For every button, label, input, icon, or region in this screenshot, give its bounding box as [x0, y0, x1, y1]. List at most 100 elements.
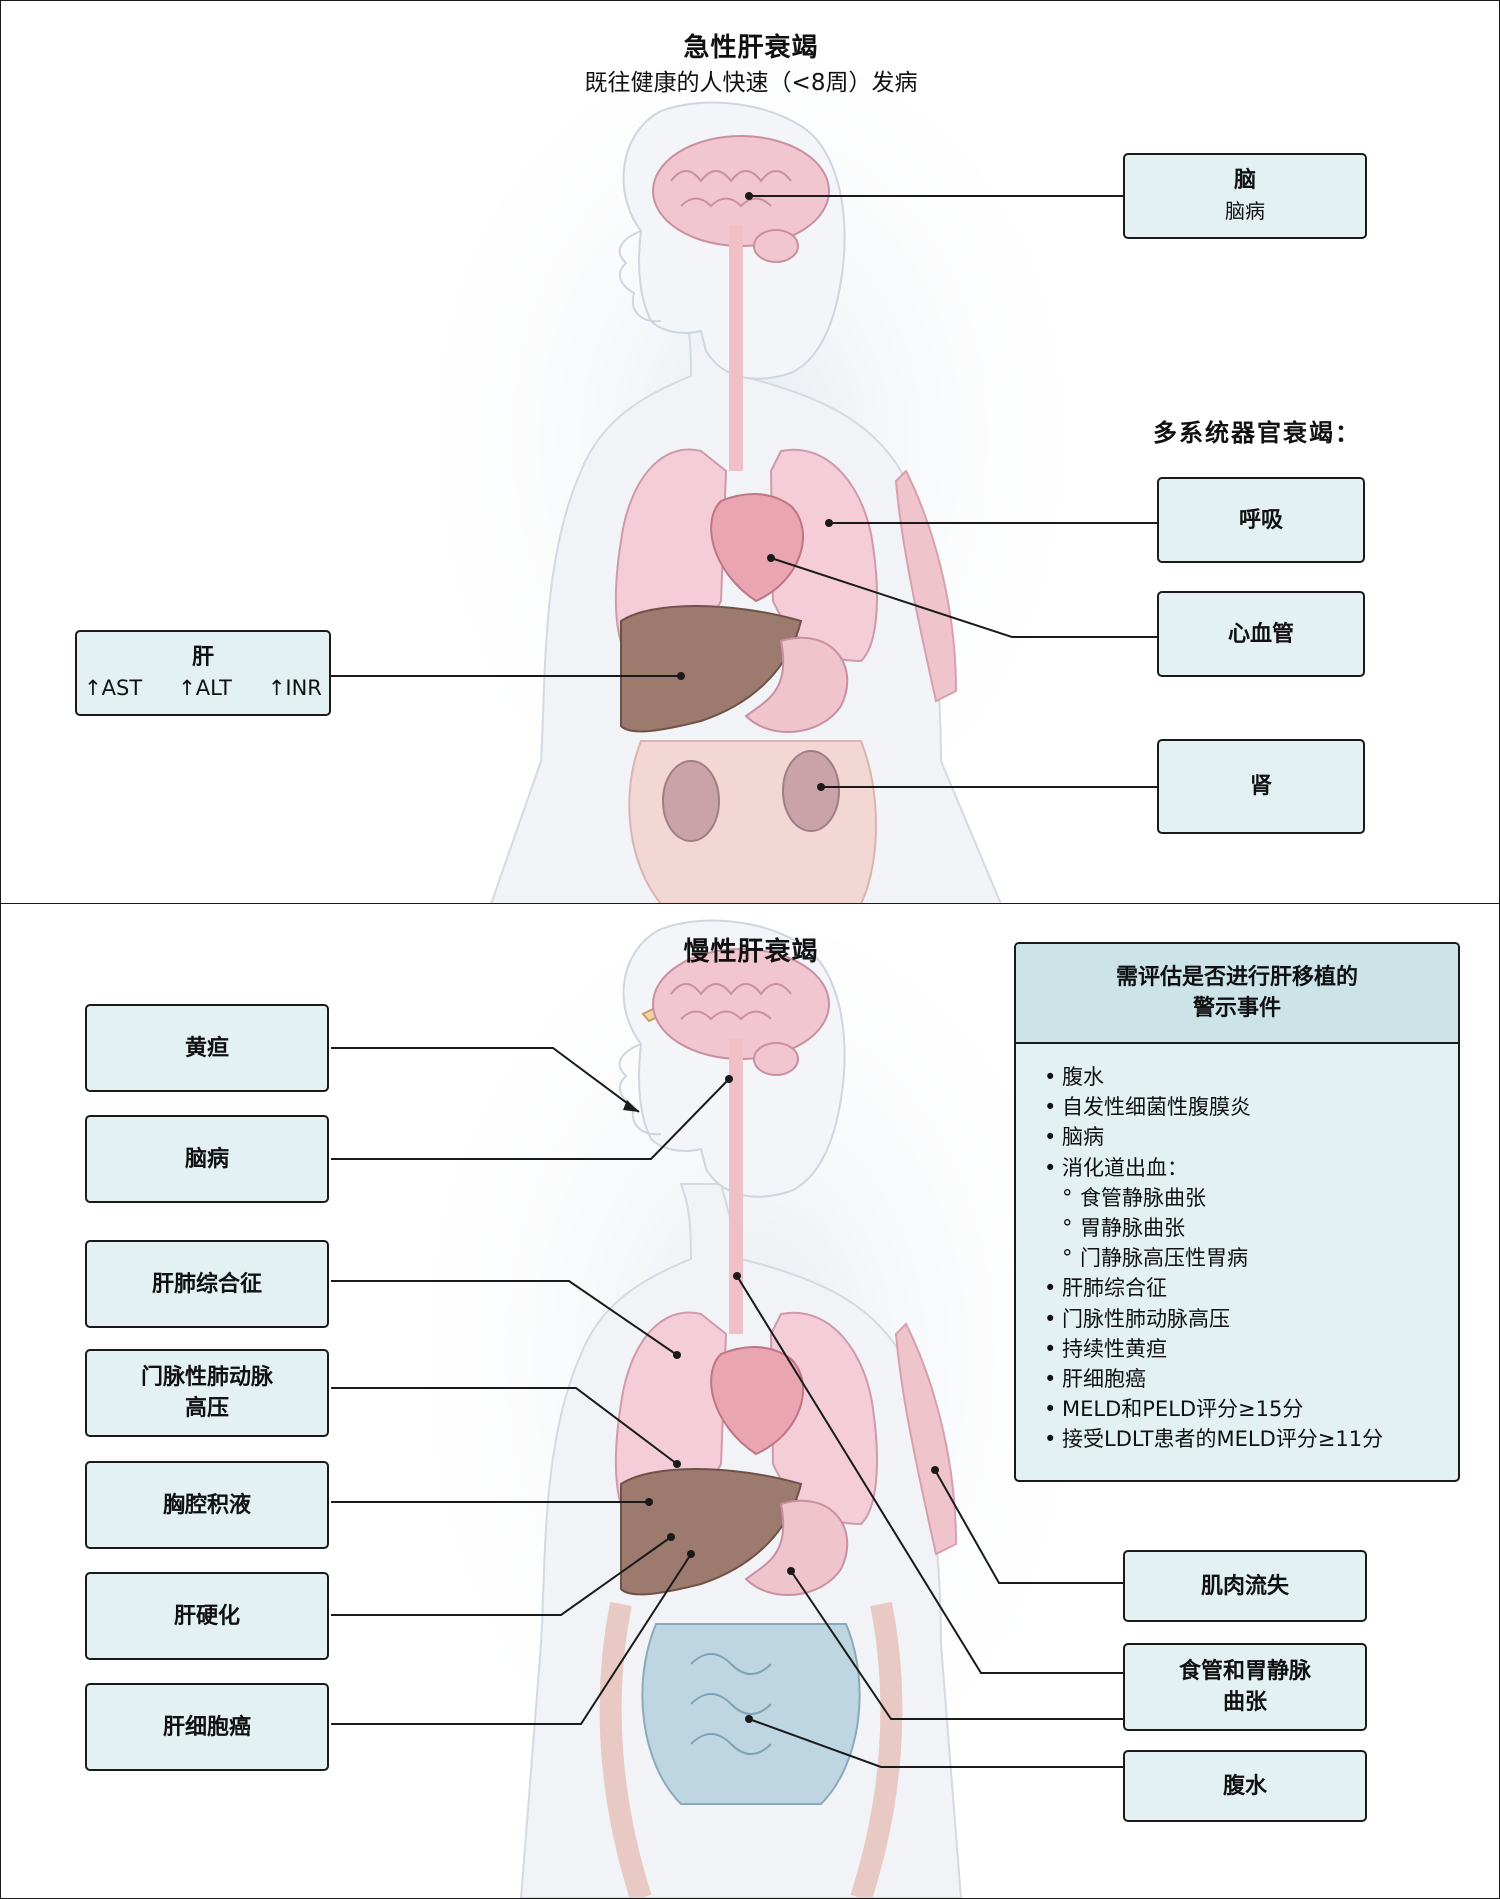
lab-ast: ↑AST: [84, 676, 143, 700]
warning-item: •MELD和PELD评分≥15分: [1044, 1394, 1458, 1424]
warning-title-line1: 需评估是否进行肝移植的: [1115, 965, 1358, 990]
warning-item: •肝细胞癌: [1044, 1364, 1458, 1394]
bullet-icon: °: [1062, 1216, 1073, 1241]
muscle-wasting-box: 肌肉流失: [1123, 1550, 1367, 1622]
bullet-icon: •: [1044, 1397, 1057, 1422]
encephalopathy-label: 脑病: [184, 1146, 229, 1172]
liver: [620, 605, 803, 733]
liver-box: 肝 ↑AST ↑ALT ↑INR: [75, 630, 331, 716]
lab-alt: ↑ALT: [178, 676, 232, 700]
bullet-icon: •: [1044, 1095, 1057, 1120]
warning-item-text: 自发性细菌性腹膜炎: [1062, 1095, 1251, 1120]
right-kidney: [782, 750, 840, 832]
leader-muscle: [934, 1469, 1123, 1584]
kidney-box: 肾: [1157, 739, 1365, 834]
warning-item: •消化道出血：: [1044, 1153, 1458, 1183]
cirrhosis-label: 肝硬化: [173, 1603, 240, 1629]
left-kidney: [662, 760, 720, 842]
jaundice-label: 黄疸: [184, 1035, 229, 1061]
ascites-label: 腹水: [1222, 1773, 1267, 1799]
warning-item: •腹水: [1044, 1062, 1458, 1092]
warning-title-line2: 警示事件: [1192, 996, 1281, 1021]
brain-box-sub: 脑病: [1225, 199, 1265, 223]
warning-item-text: 持续性黄疸: [1062, 1336, 1167, 1361]
warning-item: •肝肺综合征: [1044, 1273, 1458, 1303]
warning-item-text: 胃静脉曲张: [1080, 1216, 1185, 1241]
bullet-icon: •: [1044, 1065, 1057, 1089]
hcc-box: 肝细胞癌: [85, 1683, 329, 1771]
muscle-wasting-label: 肌肉流失: [1200, 1573, 1289, 1599]
respiratory-label: 呼吸: [1238, 507, 1283, 533]
warning-subitem: ° 胃静脉曲张: [1044, 1213, 1458, 1243]
warning-item-text: 消化道出血：: [1062, 1155, 1188, 1180]
leader-cardio: [770, 557, 1157, 638]
heart: [710, 493, 805, 603]
bullet-icon: °: [1062, 1185, 1073, 1210]
ascites-box: 腹水: [1123, 1750, 1367, 1822]
bullet-icon: •: [1044, 1427, 1057, 1452]
colon: [599, 1601, 903, 1898]
bullet-icon: •: [1044, 1336, 1057, 1361]
bullet-icon: •: [1044, 1367, 1057, 1392]
leader-stomach: [790, 1570, 1123, 1720]
acute-subtitle: 既往健康的人快速（<8周）发病: [584, 70, 918, 96]
arm-muscle: [894, 469, 958, 703]
warning-item-text: 肝肺综合征: [1062, 1276, 1167, 1301]
portopulmonary-box: 门脉性肺动脉 高压: [85, 1349, 329, 1437]
hepatopulmonary-label: 肝肺综合征: [151, 1271, 262, 1297]
warning-item-text: MELD和PELD评分≥15分: [1062, 1397, 1304, 1422]
cardiovascular-box: 心血管: [1157, 591, 1365, 677]
leader-hps: [331, 1280, 678, 1356]
warning-item: •接受LDLT患者的MELD评分≥11分: [1044, 1424, 1458, 1454]
leader-encephalopathy: [331, 1078, 730, 1160]
liver-labs: ↑AST ↑ALT ↑INR: [84, 673, 322, 704]
warning-item-text: 门脉性肺动脉高压: [1062, 1306, 1230, 1331]
bullet-icon: °: [1062, 1246, 1073, 1271]
leader-hcc: [331, 1553, 692, 1725]
cirrhosis-box: 肝硬化: [85, 1572, 329, 1660]
warning-subitem: ° 门静脉高压性胃病: [1044, 1243, 1458, 1273]
warning-item: •持续性黄疸: [1044, 1334, 1458, 1364]
acute-panel: 急性肝衰竭 既往健康的人快速（<8周）发病 脑 脑病 多系统器官衰竭： 呼吸 心…: [0, 0, 1500, 905]
warning-item: •门脉性肺动脉高压: [1044, 1304, 1458, 1334]
kidney-label: 肾: [1249, 774, 1272, 799]
heart: [710, 1346, 805, 1456]
respiratory-box: 呼吸: [1157, 477, 1365, 563]
lab-inr: ↑INR: [267, 676, 322, 700]
arm-muscle: [894, 1322, 958, 1556]
encephalopathy-box: 脑病: [85, 1115, 329, 1203]
warning-item-text: 脑病: [1062, 1125, 1104, 1150]
cardiovascular-label: 心血管: [1227, 621, 1294, 647]
multi-organ-heading: 多系统器官衰竭：: [1153, 419, 1361, 447]
warning-item-text: 接受LDLT患者的MELD评分≥11分: [1062, 1427, 1384, 1452]
warning-list: •腹水•自发性细菌性腹膜炎•脑病•消化道出血：°食管静脉曲张°胃静脉曲张°门静脉…: [1016, 1044, 1458, 1455]
warning-item-text: 门静脉高压性胃病: [1080, 1246, 1248, 1271]
bullet-icon: •: [1044, 1125, 1057, 1150]
bullet-icon: •: [1044, 1155, 1057, 1180]
hcc-label: 肝细胞癌: [162, 1714, 251, 1740]
pleural-effusion-label: 胸腔积液: [162, 1492, 251, 1518]
brain-box-title: 脑: [1233, 168, 1256, 193]
leader-jaundice: [331, 1047, 640, 1113]
transplant-warning-header: 需评估是否进行肝移植的 警示事件: [1016, 944, 1458, 1044]
bullet-icon: •: [1044, 1276, 1057, 1301]
warning-item-text: 腹水: [1062, 1065, 1104, 1089]
warning-item-text: 肝细胞癌: [1062, 1367, 1146, 1392]
pleural-effusion-box: 胸腔积液: [85, 1461, 329, 1549]
liver: [620, 1468, 803, 1596]
stomach: [744, 1499, 849, 1596]
leader-cirrhosis: [331, 1536, 672, 1616]
warning-item-text: 食管静脉曲张: [1080, 1185, 1206, 1210]
chronic-anatomy-illustration: [331, 919, 1123, 1898]
acute-anatomy-illustration: [331, 51, 1157, 904]
varices-label: 食管和胃静脉 曲张: [1178, 1659, 1311, 1715]
jaundice-box: 黄疸: [85, 1004, 329, 1092]
hepatopulmonary-box: 肝肺综合征: [85, 1240, 329, 1328]
transplant-warning-box: 需评估是否进行肝移植的 警示事件 •腹水•自发性细菌性腹膜炎•脑病•消化道出血：…: [1014, 942, 1460, 1482]
leader-poph: [331, 1387, 678, 1465]
leader-varices: [736, 1275, 1123, 1674]
stomach: [744, 636, 849, 733]
liver-box-title: 肝: [191, 645, 214, 670]
warning-item: •脑病: [1044, 1122, 1458, 1152]
warning-subitem: ° 食管静脉曲张: [1044, 1183, 1458, 1213]
